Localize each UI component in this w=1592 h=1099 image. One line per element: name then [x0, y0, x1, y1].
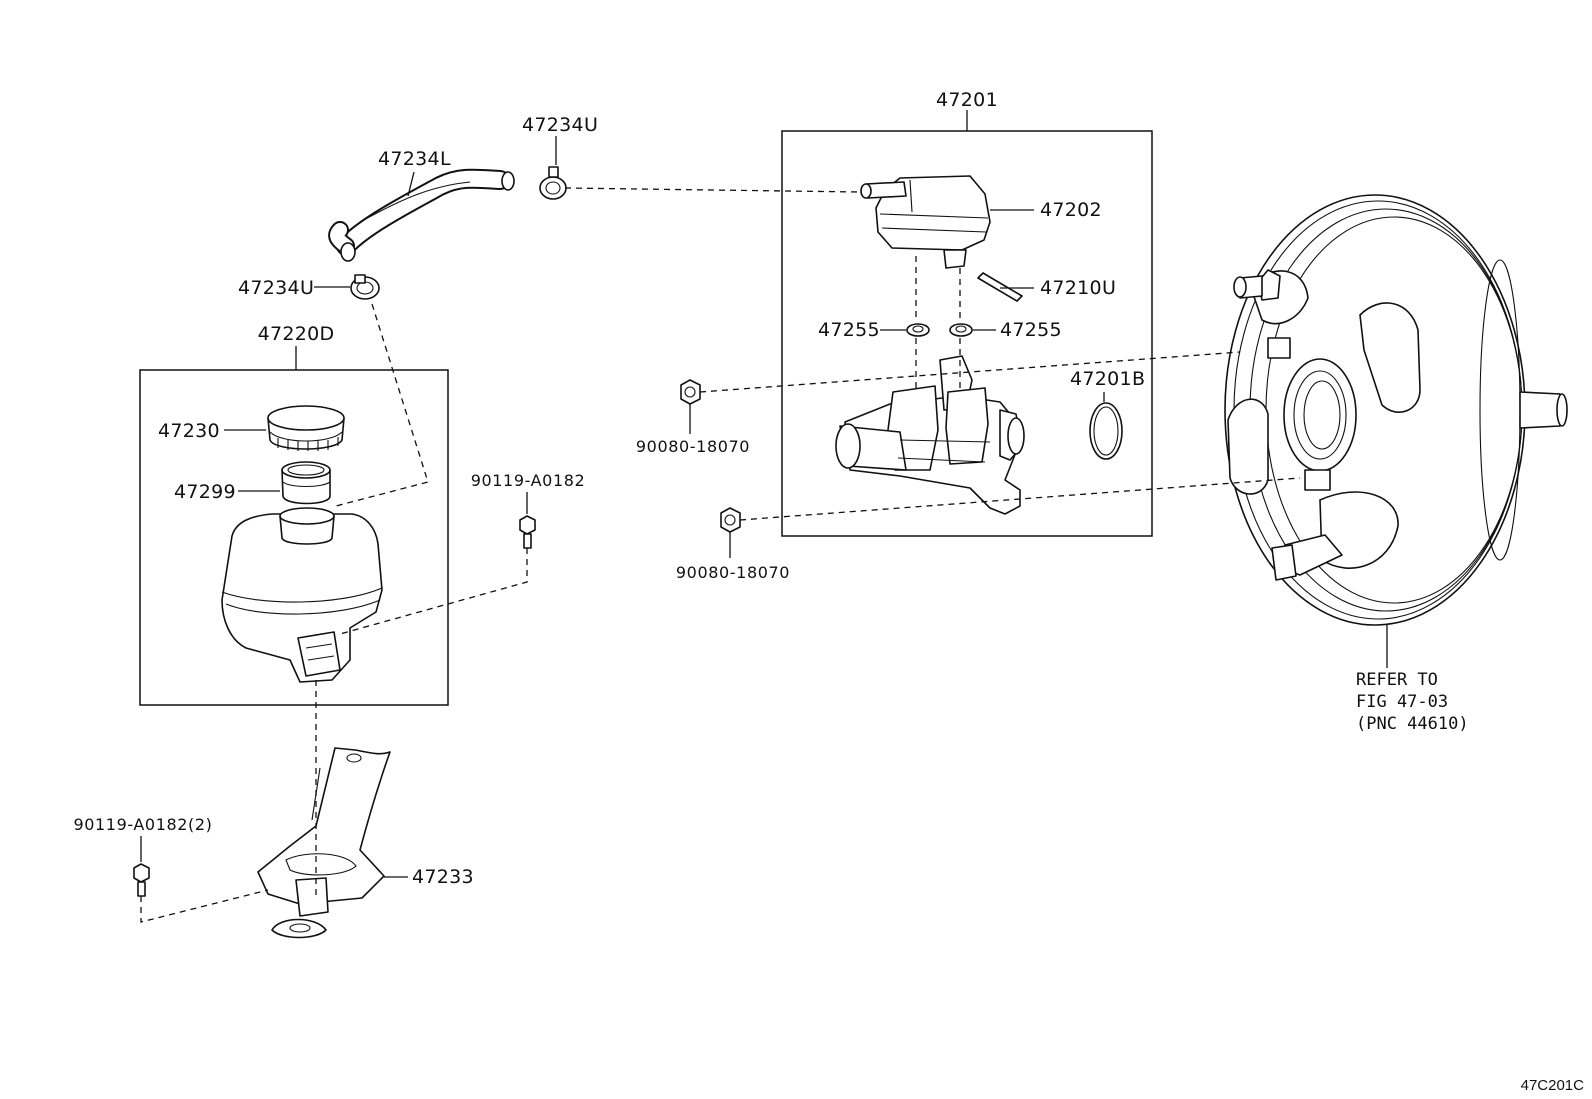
strainer-47299 — [281, 461, 331, 505]
reservoir-47202 — [860, 175, 991, 269]
label-47202: 47202 — [1040, 199, 1102, 221]
bolt-bracket — [133, 863, 150, 897]
label-47210u: 47210U — [1040, 277, 1116, 299]
cap-47230 — [267, 405, 345, 451]
label-47234u-upper: 47234U — [522, 114, 598, 136]
hose-clip-lower — [350, 274, 380, 300]
label-47201: 47201 — [936, 89, 998, 111]
label-47233: 47233 — [412, 866, 474, 888]
label-47234l: 47234L — [378, 148, 451, 170]
label-bolt-bracket: 90119-A0182(2) — [73, 815, 212, 834]
figure-id: 47C201C — [1521, 1077, 1585, 1094]
grommet-right — [949, 323, 973, 337]
nut-lower — [720, 507, 741, 533]
label-47255-left: 47255 — [818, 319, 880, 341]
label-47234u-lower: 47234U — [238, 277, 314, 299]
label-nut-upper: 90080-18070 — [636, 437, 750, 456]
master-cylinder-body — [835, 355, 1025, 515]
hose-clip-upper — [539, 166, 567, 200]
label-nut-lower: 90080-18070 — [676, 563, 790, 582]
nut-upper — [680, 379, 701, 405]
label-47220d: 47220D — [258, 323, 335, 345]
pin-47210u — [977, 272, 1023, 302]
label-47201b: 47201B — [1070, 368, 1145, 390]
brake-booster — [1224, 194, 1568, 626]
reservoir-tank — [221, 507, 383, 683]
label-bolt-tank: 90119-A0182 — [471, 471, 586, 490]
booster-note-line-1: REFER TO — [1356, 670, 1438, 690]
label-47255-right: 47255 — [1000, 319, 1062, 341]
booster-note-line-3: (PNC 44610) — [1356, 714, 1469, 734]
bolt-tank — [519, 515, 536, 549]
label-47299: 47299 — [174, 481, 236, 503]
label-47230: 47230 — [158, 420, 220, 442]
o-ring-47201b — [1089, 402, 1123, 460]
booster-note-line-2: FIG 47-03 — [1356, 692, 1448, 712]
hose-47234l — [328, 168, 515, 262]
grommet-left — [906, 323, 930, 337]
bracket-47233 — [257, 747, 391, 939]
reservoir-tank-assy-box — [139, 369, 449, 706]
